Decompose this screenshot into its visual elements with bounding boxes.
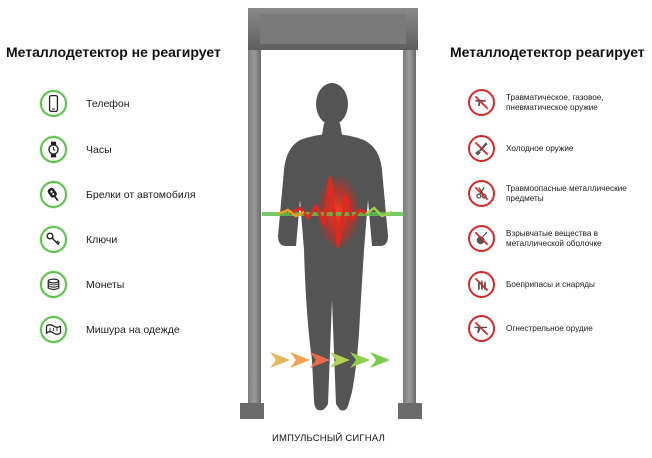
phone-icon <box>40 90 67 117</box>
list-item-label: Боеприпасы и снаряды <box>506 279 595 289</box>
list-item-watch: Часы <box>40 136 112 163</box>
list-item-knife: Холодное оружие <box>468 135 652 162</box>
gate-right-pillar <box>398 48 422 419</box>
list-item-label: Брелки от автомобиля <box>86 188 196 201</box>
gate-left-pillar <box>240 48 264 419</box>
coins-icon <box>40 271 67 298</box>
list-item-label: Травматическое, газовое, пневматическое … <box>506 93 604 112</box>
car-key-fob-icon <box>40 181 67 208</box>
impulse-arrows <box>270 352 390 368</box>
no-knife-icon <box>468 135 495 162</box>
list-item-air-gun: Травматическое, газовое, пневматическое … <box>468 89 652 116</box>
list-item-label: Огнестрельное орудие <box>506 323 593 333</box>
list-item-label: Ключи <box>86 233 118 246</box>
keys-icon <box>40 226 67 253</box>
list-item-label: Травмоопасные металлические предметы <box>506 184 627 203</box>
list-item-firearm: Огнестрельное орудие <box>468 315 652 342</box>
no-sharp-objects-icon <box>468 180 495 207</box>
list-item-car-key-fob: Брелки от автомобиля <box>40 181 196 208</box>
list-item-coins: Монеты <box>40 271 124 298</box>
list-item-label: Взрывчатые вещества в металлической обол… <box>506 229 602 248</box>
gate-top-panel <box>248 8 418 50</box>
person-silhouette <box>278 83 388 411</box>
list-item-label: Часы <box>86 143 112 156</box>
list-item-label: Мишура на одежде <box>86 323 180 336</box>
list-item-explosives: Взрывчатые вещества в металлической обол… <box>468 225 652 252</box>
tinsel-icon <box>40 316 67 343</box>
impulse-signal-caption: ИМПУЛЬСНЫЙ СИГНАЛ <box>272 433 386 444</box>
pulse-waveform <box>289 176 369 248</box>
list-item-label: Холодное оружие <box>506 143 574 153</box>
watch-icon <box>40 136 67 163</box>
list-item-ammunition: Боеприпасы и снаряды <box>468 271 652 298</box>
list-item-label: Монеты <box>86 278 125 291</box>
no-explosives-icon <box>468 225 495 252</box>
list-item-phone: Телефон <box>40 90 130 117</box>
no-firearm-icon <box>468 315 495 342</box>
no-air-gun-icon <box>468 89 495 116</box>
list-item-tinsel: Мишура на одежде <box>40 316 180 343</box>
right-heading: Металлодетектор реагирует <box>450 44 645 60</box>
list-item-sharp-objects: Травмоопасные металлические предметы <box>468 180 652 207</box>
left-heading: Металлодетектор не реагирует <box>6 44 221 60</box>
list-item-label: Телефон <box>86 97 130 110</box>
list-item-keys: Ключи <box>40 226 117 253</box>
no-ammunition-icon <box>468 271 495 298</box>
